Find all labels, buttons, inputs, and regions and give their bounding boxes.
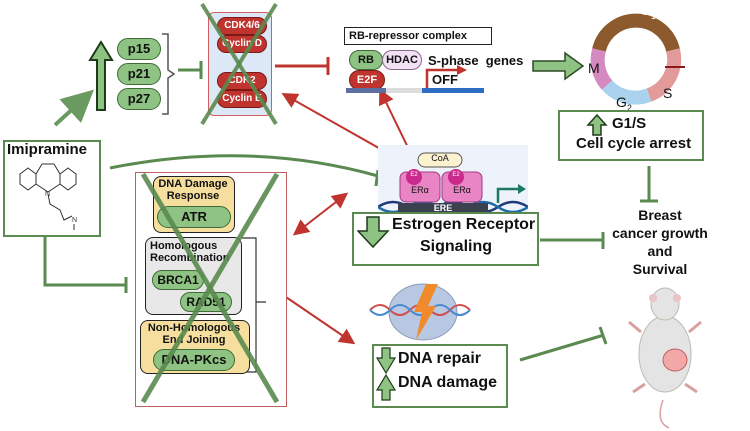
phase-m-label: M — [588, 60, 600, 76]
dna-damage-label: DNA damage — [398, 374, 497, 391]
dna-repair-label: DNA repair — [398, 350, 481, 367]
up-arrow-icon — [586, 113, 608, 136]
phase-g2-label: G2 — [616, 94, 632, 113]
inhibit-damage-to-cancer — [519, 333, 605, 362]
g1s-label: G1/S — [612, 115, 647, 132]
cell-cycle-arrest-box — [558, 110, 704, 161]
estrogen-receptor-complex-icon — [378, 145, 528, 215]
er-signaling-line1: Estrogen Receptor — [392, 216, 536, 233]
dna-damage-icon — [369, 283, 471, 341]
ere-label: ERE — [433, 203, 453, 213]
protein-cdk46: CDK4/6 — [217, 17, 267, 35]
upregulation-arrow-icon — [88, 40, 114, 111]
down-arrow-icon — [357, 216, 390, 249]
inhibit-imipramine-to-dna-repair — [43, 233, 125, 287]
pathway-bracket-icon — [242, 237, 266, 373]
protein-atr: ATR — [157, 206, 231, 228]
down-up-arrows-icon — [375, 347, 397, 401]
nitrogen-label: N — [45, 191, 50, 198]
outcome-label: Breast cancer growth and Survival — [605, 206, 715, 278]
inhibit-bar — [598, 326, 608, 345]
gene-promoter-icon — [346, 65, 484, 93]
amine-nitrogen-label: N — [72, 217, 77, 224]
cell-cycle-arrest-label: Cell cycle arrest — [576, 135, 692, 152]
phase-g1-label: G1 — [640, 2, 656, 21]
protein-p21: p21 — [117, 63, 161, 85]
er-signaling-box — [352, 212, 539, 266]
outcome-line2: cancer growth — [612, 225, 708, 241]
ddr-title: DNA Damage Response — [158, 178, 228, 202]
protein-p15: p15 — [117, 38, 161, 60]
phase-s-label: S — [663, 85, 673, 101]
arrow-repair-to-damage — [279, 292, 356, 345]
mouse-tumor-icon — [628, 287, 702, 429]
inhibit-imipramine-to-er — [109, 154, 379, 178]
outcome-line1: Breast — [638, 207, 682, 223]
e2-label: E2 — [452, 172, 460, 178]
imipramine-label: Imipramine — [7, 141, 88, 158]
er-alpha-label: ERα — [411, 185, 429, 195]
e2-label: E2 — [410, 172, 418, 178]
imipramine-box — [3, 140, 101, 237]
protein-rb: RB — [349, 50, 383, 70]
bracket-icon — [162, 33, 176, 115]
er-signaling-line2: Signaling — [420, 238, 492, 255]
dna-outcome-box — [372, 344, 508, 408]
cross-out-icon — [140, 172, 280, 404]
imipramine-structure-icon: N N — [19, 163, 77, 230]
coa-label: CoA — [431, 153, 449, 163]
arrow-imipramine-to-p-proteins — [53, 89, 94, 127]
inhibit-bar — [374, 169, 380, 187]
protein-p27: p27 — [117, 88, 161, 110]
genes-state-label: OFF — [432, 72, 458, 87]
outcome-line3: and — [647, 243, 673, 259]
outcome-line4: Survival — [632, 261, 688, 277]
er-alpha-label: ERα — [453, 185, 471, 195]
s-phase-genes-label: S-phase genes — [428, 53, 524, 68]
arrow-er-dna-repair-bidirectional — [292, 192, 349, 236]
protein-brca1: BRCA1 — [152, 270, 204, 290]
arrow-genes-to-cycle — [532, 51, 585, 81]
protein-hdac: HDAC — [382, 50, 422, 70]
cross-out-icon — [200, 2, 278, 126]
cell-cycle-wheel-icon — [590, 13, 685, 105]
rb-complex-title: RB-repressor complex — [344, 27, 492, 45]
